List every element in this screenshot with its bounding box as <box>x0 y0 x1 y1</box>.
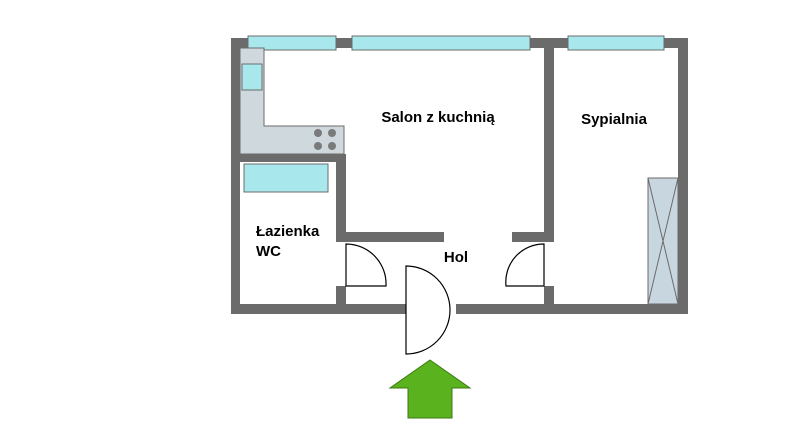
wall-bathroom-top <box>240 154 346 162</box>
wall-left <box>231 38 240 314</box>
wall-hall-stub-left <box>336 232 444 242</box>
window-living <box>351 35 531 51</box>
room-label-bathroom: Łazienka <box>256 223 320 240</box>
door-entrance <box>405 265 451 355</box>
room-label-hall: Hol <box>444 249 468 266</box>
room-label-wc: WC <box>256 243 281 260</box>
bathtub-icon <box>243 163 329 193</box>
doors <box>345 243 545 355</box>
bathroom-walls <box>240 154 444 306</box>
stove-burner <box>328 129 336 137</box>
up-arrow-icon <box>388 359 472 419</box>
wall-bedroom-stub <box>512 232 554 242</box>
stove-burner <box>328 142 336 150</box>
window-bedroom <box>567 35 665 51</box>
wardrobe-icon <box>647 177 679 305</box>
wardrobe-cross <box>647 177 679 305</box>
window-kitchen <box>247 35 337 51</box>
wall-bedroom-left-upper <box>544 48 554 242</box>
wall-bathroom-right-lower <box>336 286 346 306</box>
door-bathroom <box>345 243 387 287</box>
stove-icon <box>314 129 336 150</box>
wall-bedroom-left-lower <box>544 286 554 306</box>
kitchen-sink <box>241 63 263 91</box>
bedroom-walls <box>512 48 554 306</box>
wall-bathroom-right-upper <box>336 154 346 242</box>
wall-right <box>678 38 688 314</box>
door-bedroom <box>505 243 545 287</box>
room-label-bedroom: Sypialnia <box>581 111 648 128</box>
wall-bottom-right <box>456 304 688 314</box>
room-label-living: Salon z kuchnią <box>381 109 495 126</box>
windows <box>247 35 665 51</box>
stove-burner <box>314 129 322 137</box>
stove-burner <box>314 142 322 150</box>
wall-bottom-left <box>231 304 406 314</box>
kitchen-counter <box>239 47 345 155</box>
